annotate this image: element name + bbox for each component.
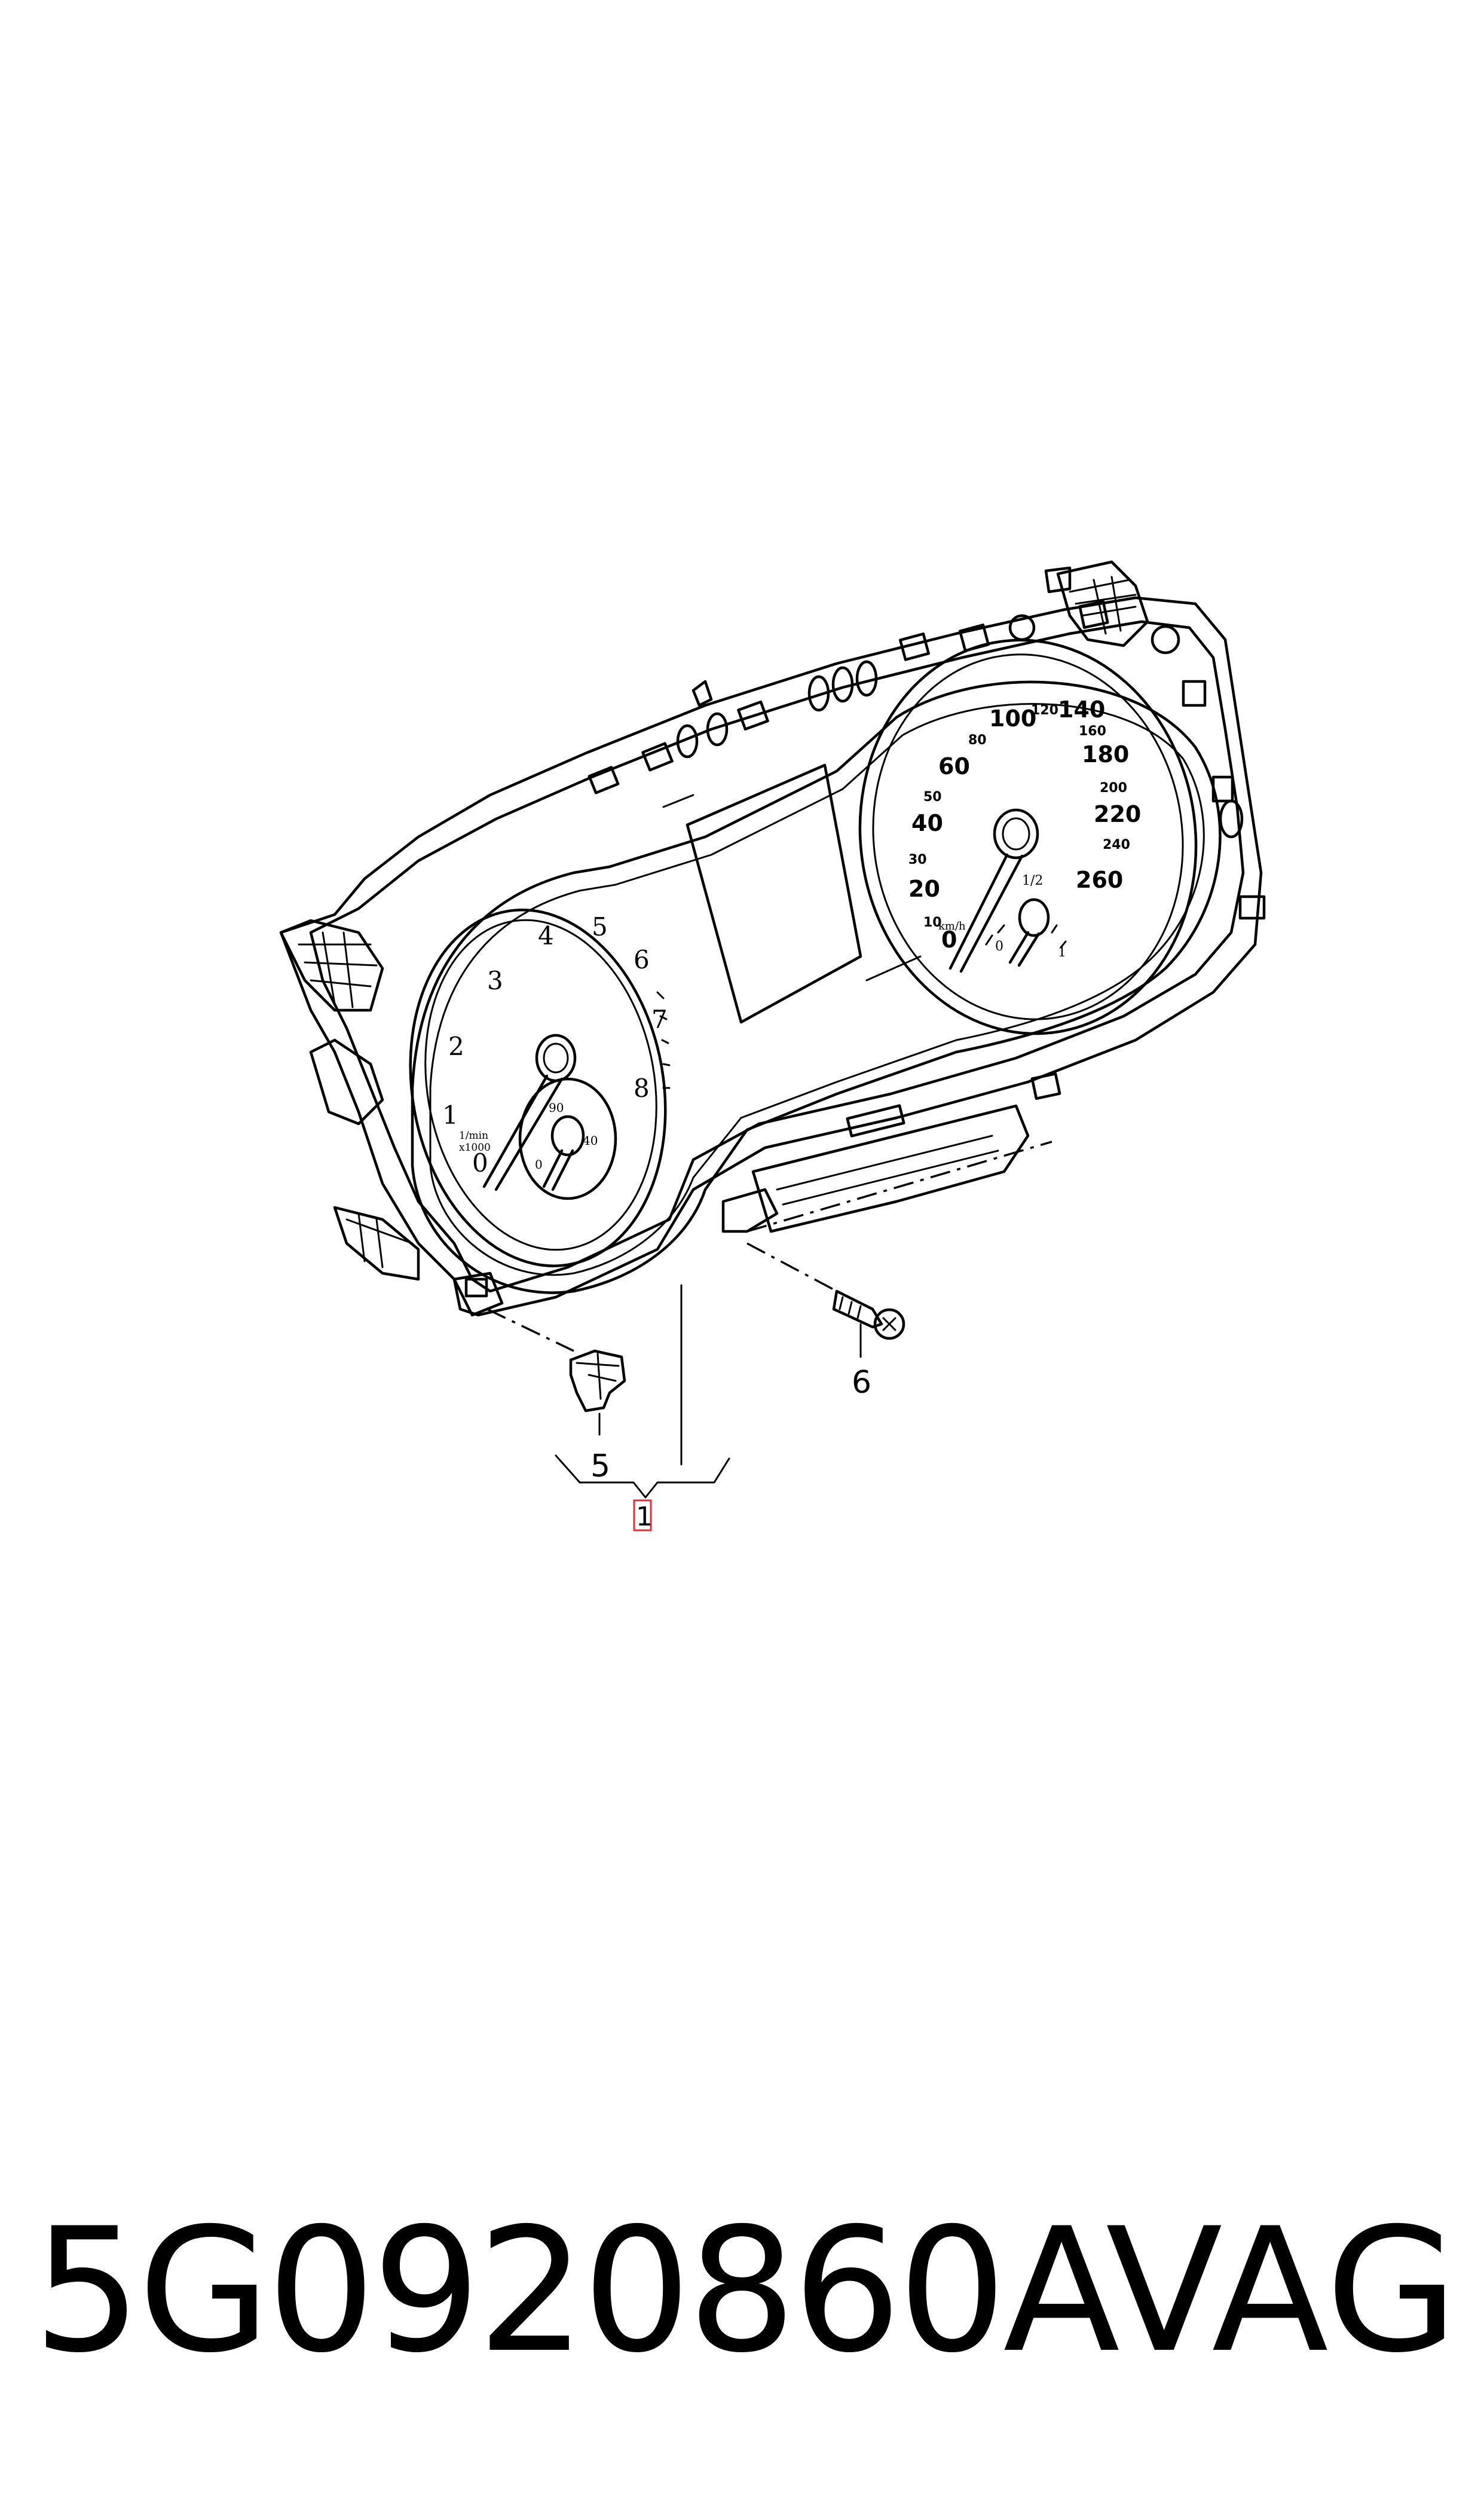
speed-tick-20: 20 xyxy=(908,876,940,902)
brand-label: VAG xyxy=(1106,2192,1458,2390)
speed-tick-100: 100 xyxy=(989,705,1036,732)
speedometer: 0 10 20 30 40 50 60 80 100 120 140 160 1… xyxy=(858,638,1198,1035)
tach-tick-1: 1 xyxy=(442,1100,458,1130)
speed-tick-220: 220 xyxy=(1094,801,1141,827)
clip-part-5: 5 xyxy=(569,1349,626,1484)
tachometer: 0 1 2 3 4 5 6 7 8 1/min x1000 0 90 40 xyxy=(409,909,671,1267)
speed-tick-180: 180 xyxy=(1082,741,1129,768)
tach-tick-4: 4 xyxy=(538,921,554,950)
speed-tick-50: 50 xyxy=(923,790,942,805)
callout-5: 5 xyxy=(590,1448,610,1484)
tach-tick-7: 7 xyxy=(651,1005,668,1034)
speed-tick-40: 40 xyxy=(911,810,943,836)
fuel-tick-1: 1 xyxy=(1058,945,1066,960)
temp-tick-90: 90 xyxy=(549,1100,564,1115)
temp-tick-40: 40 xyxy=(583,1133,598,1148)
tach-tick-0: 0 xyxy=(472,1148,488,1178)
fuel-tick-0: 0 xyxy=(995,939,1003,954)
speed-tick-80: 80 xyxy=(968,733,987,748)
callout-1-highlight-box xyxy=(633,1499,652,1531)
tach-tick-2: 2 xyxy=(448,1032,464,1061)
callout-6: 6 xyxy=(852,1365,871,1401)
speed-tick-10: 10 xyxy=(923,915,942,930)
centre-display xyxy=(662,763,922,1024)
speed-tick-30: 30 xyxy=(908,852,927,867)
tach-tick-6: 6 xyxy=(634,945,650,974)
speed-tick-0: 0 xyxy=(941,927,957,953)
tach-unit-bottom: x1000 xyxy=(459,1142,491,1154)
temp-tick-0: 0 xyxy=(535,1157,543,1172)
speed-tick-140: 140 xyxy=(1058,696,1105,723)
speed-tick-240: 240 xyxy=(1103,837,1130,852)
assembly-lines xyxy=(486,1141,1052,1466)
fuel-tick-half: 1/2 xyxy=(1022,873,1043,888)
tach-tick-5: 5 xyxy=(592,912,608,941)
tach-tick-8: 8 xyxy=(634,1074,650,1103)
part-number: 5G0920860A xyxy=(33,2192,1120,2390)
callout-1: 1 xyxy=(636,1502,653,1532)
speed-tick-60: 60 xyxy=(938,753,970,779)
item1-bracket: 1 xyxy=(555,1454,730,1532)
speed-tick-160: 160 xyxy=(1079,724,1106,739)
speed-tick-120: 120 xyxy=(1031,703,1058,718)
speed-unit: km/h xyxy=(938,920,966,933)
dial-bezel xyxy=(411,680,1222,1294)
tach-unit-top: 1/min xyxy=(459,1130,488,1142)
cluster-housing xyxy=(279,560,1266,1317)
speed-tick-200: 200 xyxy=(1100,781,1127,796)
screw-part-6: 6 xyxy=(832,1289,905,1401)
tach-tick-3: 3 xyxy=(487,966,503,995)
speed-tick-260: 260 xyxy=(1076,867,1123,893)
